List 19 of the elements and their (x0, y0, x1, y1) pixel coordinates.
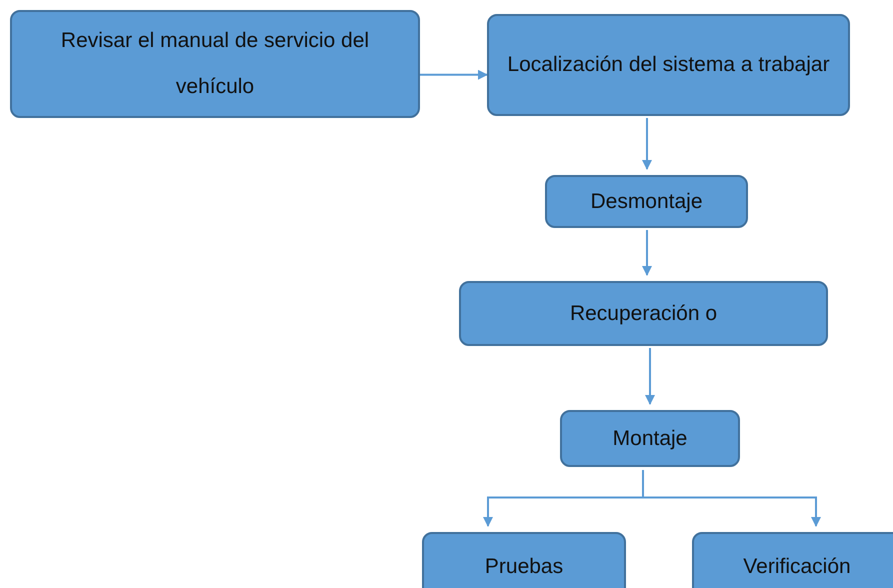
box-label: Pruebas (484, 554, 564, 580)
box-label: Desmontaje (589, 188, 704, 214)
box-label: Montaje (612, 426, 688, 452)
arrow (642, 118, 652, 170)
process-box (422, 532, 626, 588)
box-label: Localización del sistema a trabajar (506, 52, 831, 78)
box-label: Verificación (742, 554, 852, 580)
process-box (560, 410, 740, 467)
process-box (10, 10, 420, 118)
arrow (420, 70, 488, 80)
box-label: Recuperación o (568, 300, 718, 326)
arrow (642, 230, 652, 276)
process-box (487, 14, 850, 116)
process-box (545, 175, 748, 228)
arrow (642, 470, 821, 527)
process-box (692, 532, 893, 588)
box-label: Revisar el manual de servicio del vehículo (60, 28, 370, 100)
arrow (645, 348, 655, 405)
process-box (459, 281, 828, 346)
